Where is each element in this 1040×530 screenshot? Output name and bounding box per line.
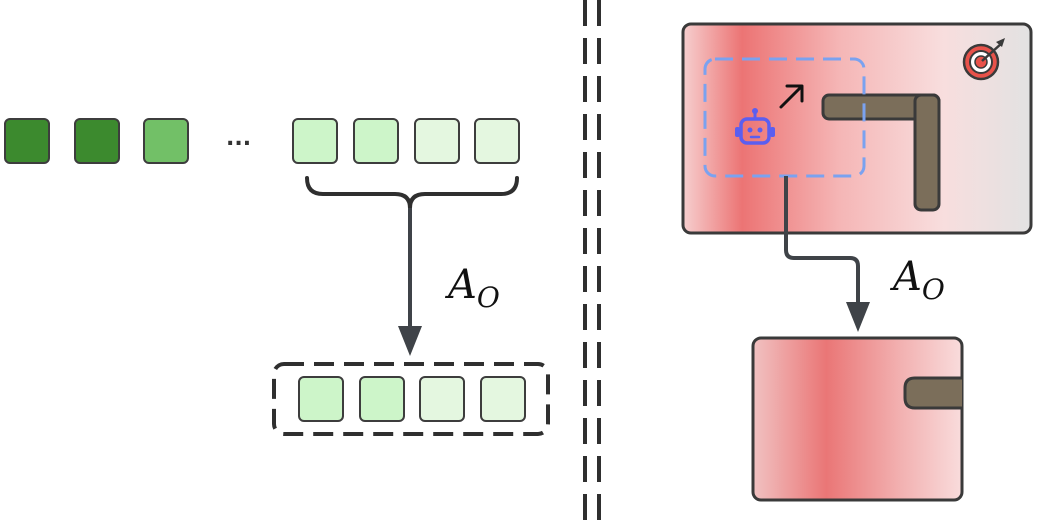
right-ao-main: A [893,254,922,300]
token-1 [4,118,50,164]
arrow-icon [779,84,804,109]
left-ao-sub: O [476,281,500,314]
wall-vertical [913,93,941,212]
token-3 [143,118,189,164]
token-5 [353,118,399,164]
observation-wall [903,376,962,410]
left-arrow-head [398,326,422,356]
right-arrow-path [784,176,860,306]
sequence-ellipsis: ... [226,126,252,151]
left-ao-main: A [448,262,477,308]
output-token-2 [359,376,405,422]
left-ao-label: AO [448,262,500,314]
right-arrow-head [846,302,870,332]
output-group-box [272,362,550,436]
output-token-3 [419,376,465,422]
robot-icon [735,108,775,145]
observation-crop [751,336,964,502]
output-token-1 [298,376,344,422]
token-7 [474,118,520,164]
token-2 [74,118,120,164]
token-6 [414,118,460,164]
environment-frame [681,22,1033,235]
right-ao-label: AO [893,254,945,306]
target-icon [962,38,1005,81]
output-token-4 [480,376,526,422]
token-4 [292,118,338,164]
right-ao-sub: O [921,273,945,306]
